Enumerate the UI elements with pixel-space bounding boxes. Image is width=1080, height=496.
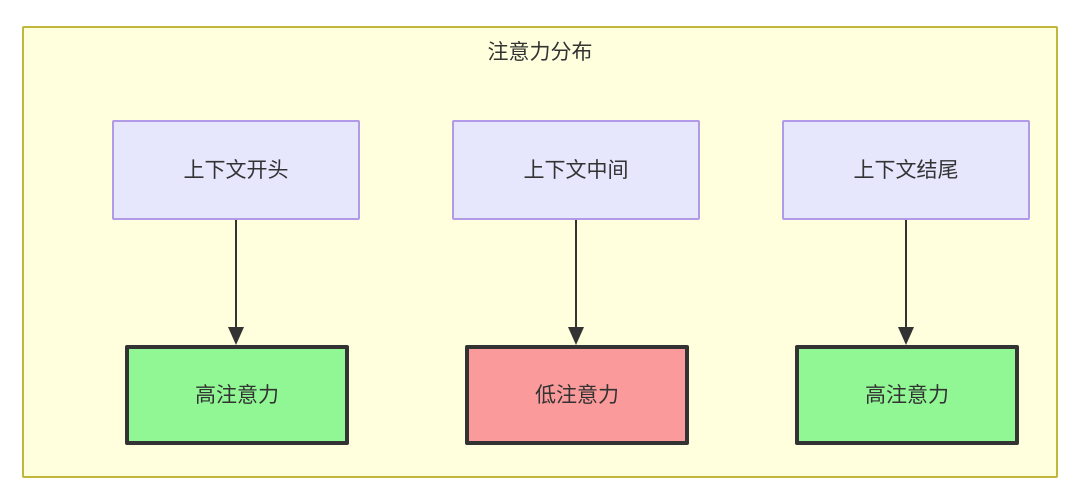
node-attention-high-beginning[interactable]: 高注意力: [125, 345, 349, 445]
node-context-middle[interactable]: 上下文中间: [452, 120, 700, 220]
node-context-end[interactable]: 上下文结尾: [782, 120, 1030, 220]
node-context-beginning[interactable]: 上下文开头: [112, 120, 360, 220]
node-context-middle-label: 上下文中间: [523, 158, 629, 182]
node-attention-low-middle[interactable]: 低注意力: [465, 345, 689, 445]
node-attention-high-beginning-label: 高注意力: [195, 383, 279, 407]
node-context-end-label: 上下文结尾: [853, 158, 959, 182]
edge-arrow-end: [895, 220, 917, 345]
node-attention-high-end[interactable]: 高注意力: [795, 345, 1019, 445]
edge-arrow-beginning: [225, 220, 247, 345]
edge-arrow-middle: [565, 220, 587, 345]
attention-distribution-subgraph: 注意力分布 上下文开头 上下文中间 上下文结尾: [22, 26, 1058, 478]
node-attention-high-end-label: 高注意力: [865, 383, 949, 407]
node-context-beginning-label: 上下文开头: [183, 158, 289, 182]
subgraph-title: 注意力分布: [487, 41, 593, 64]
node-attention-low-middle-label: 低注意力: [535, 383, 619, 407]
